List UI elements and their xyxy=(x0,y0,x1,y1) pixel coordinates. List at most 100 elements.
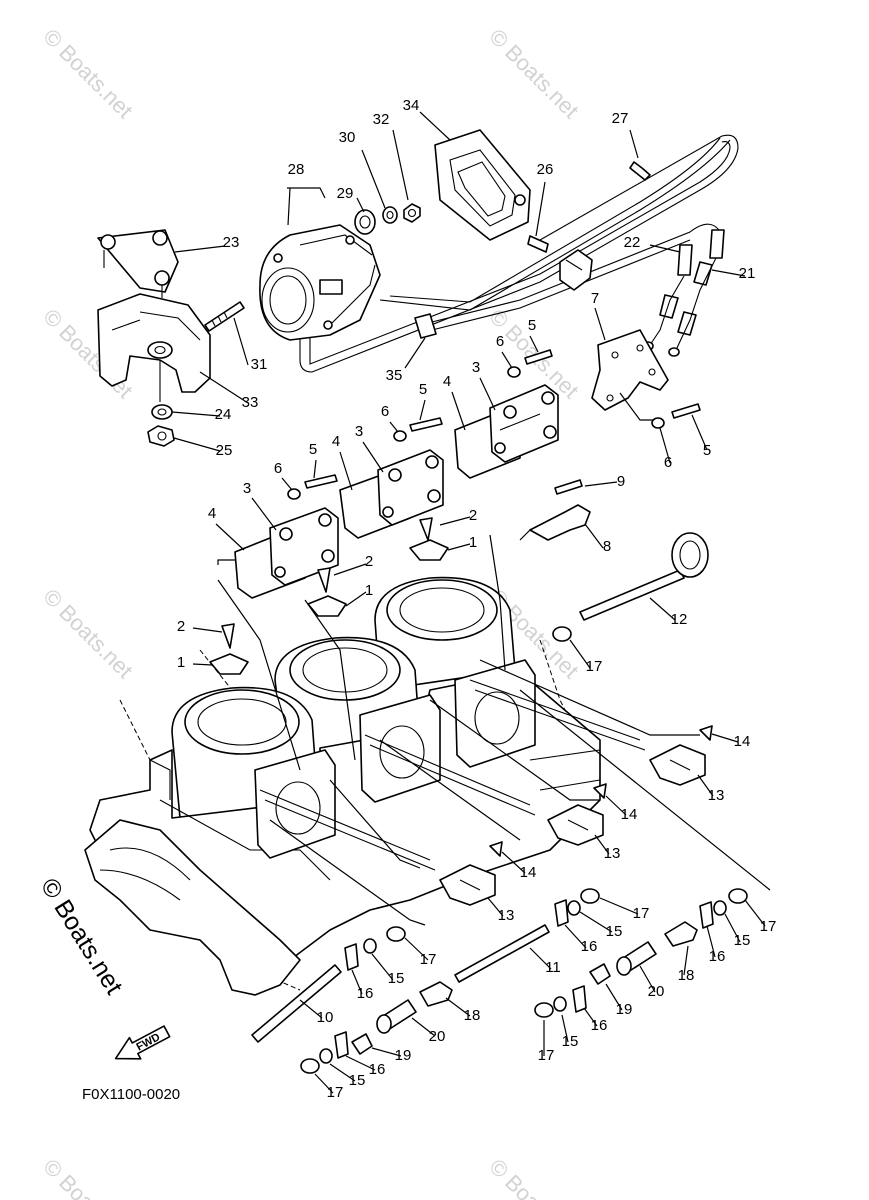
callout-32: 32 xyxy=(373,111,390,128)
screw-2a xyxy=(419,517,433,541)
clips-and-screws xyxy=(192,516,471,675)
screw-14c xyxy=(489,841,503,857)
watermark-bottom-left: © Boats.net xyxy=(38,1154,137,1200)
callout-16: 16 xyxy=(591,1017,608,1034)
sensor-8 xyxy=(529,504,591,541)
callout-23: 23 xyxy=(223,234,240,251)
callout-5: 5 xyxy=(528,317,536,334)
lever-13b xyxy=(547,804,604,846)
manifold-3c xyxy=(269,507,339,586)
callout-33: 33 xyxy=(242,394,259,411)
callout-17: 17 xyxy=(586,658,603,675)
callout-6: 6 xyxy=(496,333,504,350)
shaft-12 xyxy=(552,532,709,669)
callout-17: 17 xyxy=(420,951,437,968)
callout-17: 17 xyxy=(760,918,777,935)
callout-10: 10 xyxy=(317,1009,334,1026)
callout-5: 5 xyxy=(309,441,317,458)
lever-13a xyxy=(649,744,706,786)
callout-15: 15 xyxy=(606,923,623,940)
watermark-top-left: © Boats.net xyxy=(38,24,137,123)
callout-34: 34 xyxy=(403,97,420,114)
callout-14: 14 xyxy=(621,806,638,823)
lower-linkage xyxy=(251,888,766,1094)
cable-adjuster-22 xyxy=(677,244,693,276)
callout-20: 20 xyxy=(648,983,665,1000)
washer-24 xyxy=(151,404,173,420)
callout-3: 3 xyxy=(355,423,363,440)
watermark-low-left: © Boats.net xyxy=(38,584,137,683)
callout-30: 30 xyxy=(339,129,356,146)
assembly-guides xyxy=(217,534,771,926)
callout-4: 4 xyxy=(332,433,340,450)
callout-1: 1 xyxy=(365,582,373,599)
clip-18b xyxy=(664,921,698,947)
figure-code: F0X1100-0020 xyxy=(82,1086,180,1103)
callout-2: 2 xyxy=(177,618,185,635)
cable-adjuster-21 xyxy=(709,229,725,259)
callout-31: 31 xyxy=(251,356,268,373)
screw-2b xyxy=(317,567,331,593)
gasket-29 xyxy=(354,209,376,235)
callout-18: 18 xyxy=(678,967,695,984)
callout-14: 14 xyxy=(520,864,537,881)
nut-32 xyxy=(403,203,421,223)
forward-arrow: FWD xyxy=(114,1025,171,1060)
callout-13: 13 xyxy=(498,907,515,924)
screw-2c xyxy=(221,623,235,649)
bracket-7 xyxy=(591,329,669,411)
callout-3: 3 xyxy=(472,359,480,376)
callout-15: 15 xyxy=(734,932,751,949)
fwd-label: FWD xyxy=(134,1031,162,1053)
callout-24: 24 xyxy=(215,406,232,423)
callout-1: 1 xyxy=(177,654,185,671)
bolt-9 xyxy=(554,479,583,495)
callout-13: 13 xyxy=(604,845,621,862)
callout-5: 5 xyxy=(703,442,711,459)
cable-clamp-35 xyxy=(414,313,437,339)
rod-11 xyxy=(454,924,550,983)
callout-15: 15 xyxy=(562,1033,579,1050)
mounting-bracket-assembly xyxy=(97,229,211,447)
clip-19b xyxy=(589,963,611,985)
callout-2: 2 xyxy=(365,553,373,570)
callout-16: 16 xyxy=(357,985,374,1002)
callout-20: 20 xyxy=(429,1028,446,1045)
callout-12: 12 xyxy=(671,611,688,628)
callout-15: 15 xyxy=(388,970,405,987)
callout-17: 17 xyxy=(633,905,650,922)
cable-clamp-27 xyxy=(629,161,651,181)
clip-1a xyxy=(409,539,449,561)
callout-16: 16 xyxy=(709,948,726,965)
callout-21: 21 xyxy=(739,265,756,282)
callout-29: 29 xyxy=(337,185,354,202)
nut-25 xyxy=(147,425,175,447)
screw-14a xyxy=(699,725,713,741)
callout-25: 25 xyxy=(216,442,233,459)
bolt-5-bracket xyxy=(671,403,701,419)
bushing-17-top xyxy=(552,626,572,642)
clip-1b xyxy=(307,595,347,617)
manifold-row-2 xyxy=(339,417,444,539)
callout-16: 16 xyxy=(581,938,598,955)
manifold-3a xyxy=(489,384,559,463)
callout-22: 22 xyxy=(624,234,641,251)
callout-6: 6 xyxy=(274,460,282,477)
callout-19: 19 xyxy=(616,1001,633,1018)
manifold-row-1 xyxy=(454,349,559,479)
callout-16: 16 xyxy=(369,1061,386,1078)
washer-17-a xyxy=(386,926,406,942)
callout-35: 35 xyxy=(386,367,403,384)
callout-4: 4 xyxy=(443,373,451,390)
lever-13c xyxy=(439,864,496,906)
callout-15: 15 xyxy=(349,1072,366,1089)
callout-1: 1 xyxy=(469,534,477,551)
clip-19a xyxy=(351,1033,373,1055)
rod-10 xyxy=(251,964,342,1043)
callout-4: 4 xyxy=(208,505,216,522)
leader-lines-upper xyxy=(171,111,746,452)
callout-17: 17 xyxy=(327,1084,344,1101)
stud-31 xyxy=(204,301,245,332)
